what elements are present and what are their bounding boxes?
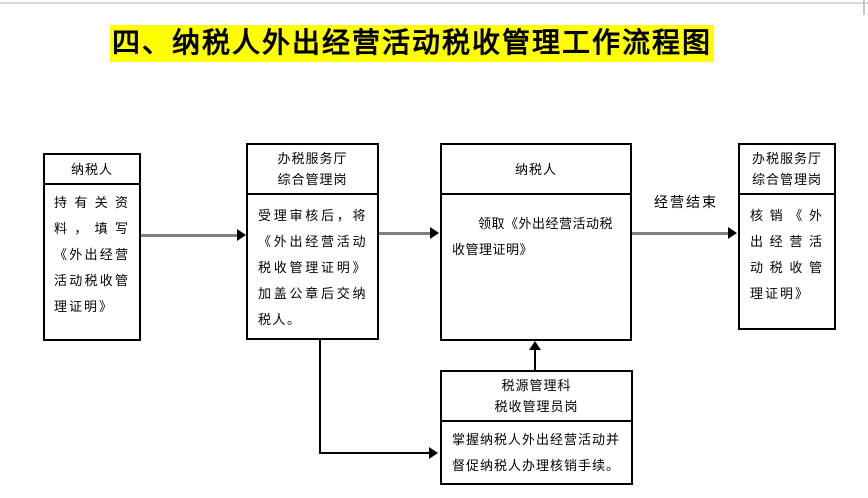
arrowhead-right-icon (429, 447, 438, 459)
box-body: 领取《外出经营活动税收管理证明》 (452, 216, 614, 257)
arrow-line-accept-down (319, 340, 321, 453)
page-title: 四、纳税人外出经营活动税收管理工作流程图 (110, 25, 714, 62)
arrowhead-up-icon (529, 341, 541, 350)
page-top-border (0, 2, 868, 4)
arrowhead-right-icon (237, 229, 246, 241)
flow-box-service-hall-cancel: 办税服务厅 综合管理岗 核销《外出经营活动税收管理证明》 (738, 143, 836, 330)
box-body: 持有关资料，填写《外出经营活动税收管理证明》 (54, 195, 130, 314)
arrow-line-prepare-to-accept (141, 234, 239, 237)
box-header: 办税服务厅 综合管理岗 (248, 145, 377, 195)
box-body: 掌握纳税人外出经营活动并督促纳税人办理核销手续。 (452, 432, 621, 473)
arrowhead-right-icon (728, 227, 737, 239)
box-header: 办税服务厅 综合管理岗 (740, 145, 834, 195)
box-header: 纳税人 (442, 145, 630, 195)
arrow-line-accept-to-receive (379, 232, 432, 235)
arrowhead-right-icon (430, 227, 439, 239)
arrow-line-accept-to-taxsource (319, 452, 431, 454)
box-body: 核销《外出经营活动税收管理证明》 (750, 208, 824, 301)
arrow-line-taxsource-to-receive (534, 349, 536, 370)
box-body: 受理审核后，将《外出经营活动税收管理证明》加盖公章后交纳税人。 (258, 208, 367, 327)
box-header: 税源管理科 税收管理员岗 (442, 372, 631, 422)
edge-label-business-end: 经营结束 (654, 196, 718, 211)
flow-box-service-hall-accept: 办税服务厅 综合管理岗 受理审核后，将《外出经营活动税收管理证明》加盖公章后交纳… (246, 143, 379, 340)
box-header: 纳税人 (45, 155, 139, 185)
flow-box-taxpayer-receive: 纳税人 领取《外出经营活动税收管理证明》 (440, 143, 632, 341)
page-edge-line (863, 0, 865, 15)
arrow-line-receive-to-cancel (632, 232, 730, 235)
flow-box-tax-source-admin: 税源管理科 税收管理员岗 掌握纳税人外出经营活动并督促纳税人办理核销手续。 (440, 370, 633, 485)
flow-box-taxpayer-prepare: 纳税人 持有关资料，填写《外出经营活动税收管理证明》 (43, 153, 141, 341)
